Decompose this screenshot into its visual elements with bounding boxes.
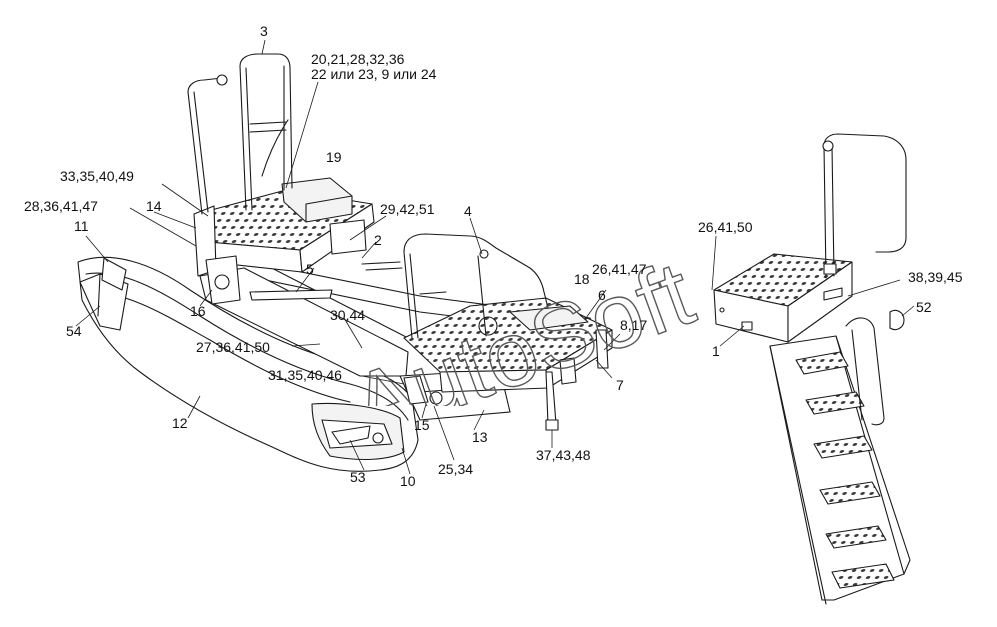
callout-3: 3: [260, 23, 268, 39]
callout-33-35-40-49: 33,35,40,49: [60, 168, 134, 184]
leader-lines: [75, 39, 915, 475]
callout-26-41-47: 26,41,47: [592, 261, 647, 277]
callout-29-42-51: 29,42,51: [380, 201, 435, 217]
callout-37-43-48: 37,43,48: [536, 447, 591, 463]
bumper-end-bracket: [79, 257, 129, 331]
callout-4: 4: [464, 203, 472, 219]
callout-16: 16: [190, 303, 206, 319]
callout-6: 6: [598, 287, 606, 303]
callout-52: 52: [916, 299, 932, 315]
callout-5: 5: [306, 261, 314, 277]
callout-8-17: 8,17: [620, 317, 648, 333]
step-assembly: [713, 133, 911, 605]
bumper: [77, 256, 419, 472]
callout-38-39-45: 38,39,45: [908, 269, 963, 285]
callout-19: 19: [326, 149, 342, 165]
middle-platform: [403, 233, 613, 431]
callout-18: 18: [574, 271, 590, 287]
watermark: AutoSoft: [339, 242, 707, 406]
callout-25-34: 25,34: [438, 461, 474, 477]
callout-15: 15: [414, 417, 430, 433]
watermark-text: AutoSoft: [339, 242, 706, 406]
left-platform: [187, 53, 375, 305]
callout-20-21-28-32-36: 20,21,28,32,36: [311, 51, 405, 67]
callout-27-36-41-50: 27,36,41,50: [196, 339, 270, 355]
callout-10: 10: [400, 473, 416, 489]
callout-54: 54: [66, 323, 82, 339]
callout-14: 14: [146, 198, 162, 214]
callout-31-35-40-46: 31,35,40,46: [268, 367, 342, 383]
callout-7: 7: [616, 377, 624, 393]
callout-53: 53: [350, 469, 366, 485]
callout-22-23-9-24: 22 или 23, 9 или 24: [311, 66, 437, 82]
callout-12: 12: [172, 415, 188, 431]
callout-13: 13: [472, 429, 488, 445]
callout-30-44: 30,44: [330, 307, 366, 323]
callout-2: 2: [374, 232, 382, 248]
callout-28-36-41-47: 28,36,41,47: [24, 198, 98, 214]
callout-1: 1: [712, 343, 720, 359]
callout-11: 11: [74, 218, 89, 234]
callout-26-41-50: 26,41,50: [698, 219, 753, 235]
